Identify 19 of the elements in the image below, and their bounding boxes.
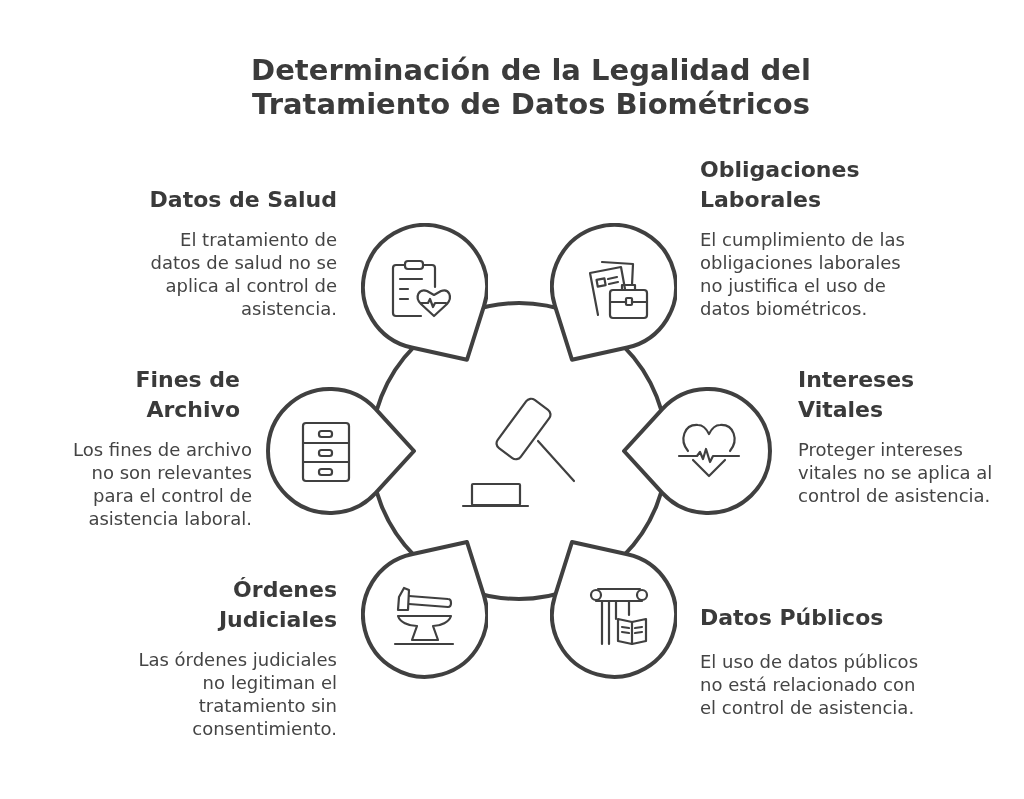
teardrop-node [622, 387, 772, 515]
heading-text: Fines de Archivo [134, 366, 240, 424]
description-text: El uso de datos públicos no está relacionado con el control de asistencia. [700, 650, 919, 719]
description-text: Los fines de archivo no son relevantes para el control de asistencia laboral. [72, 438, 252, 530]
title: Determinación de la Legalidad del Tratamiento de Datos Biométricos [250, 53, 812, 121]
heading-text: Órdenes Judiciales [217, 576, 337, 634]
teardrop-node [549, 223, 678, 363]
heading-text: Datos de Salud [148, 186, 337, 214]
description-text: El cumplimiento de las obligaciones laborales no justifica el uso de datos biométricos. [700, 228, 906, 320]
teardrop-node [266, 387, 416, 515]
description-text: El tratamiento de datos de salud no se aplica al control de asistencia. [149, 228, 337, 320]
description-text: Proteger intereses vitales no se aplica al control de asistencia. [798, 438, 994, 507]
heading-text: Obligaciones Laborales [700, 156, 861, 214]
teardrop-node [360, 223, 489, 363]
description-text: Las órdenes judiciales no legitiman el tratamiento sin consentimiento. [137, 648, 337, 740]
heading-text: Intereses Vitales [798, 366, 916, 424]
teardrop-node [549, 539, 678, 679]
heading-text: Datos Públicos [700, 604, 885, 632]
teardrop-node [360, 539, 489, 679]
